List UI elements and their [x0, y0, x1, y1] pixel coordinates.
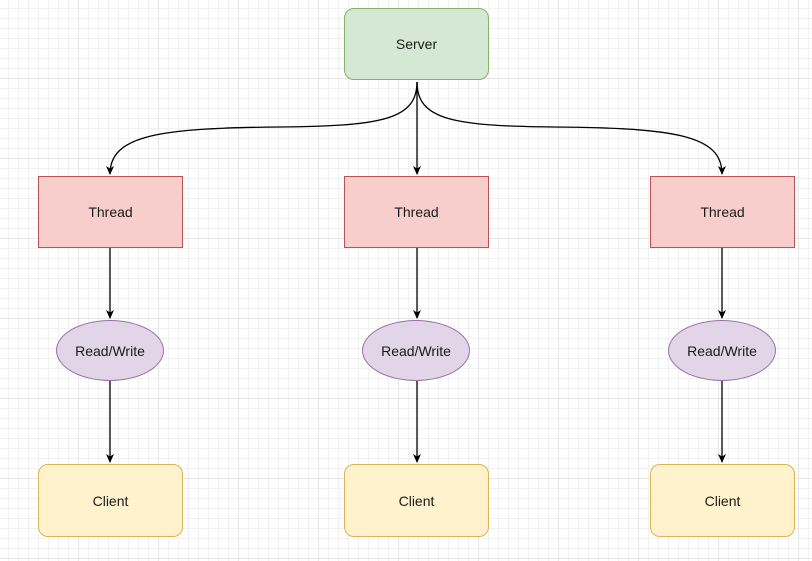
read-write-node-3[interactable]: Read/Write	[668, 320, 776, 381]
edge-server-thread-3	[416, 81, 726, 175]
edge-server-thread-1	[106, 81, 418, 175]
client-label: Client	[704, 492, 741, 509]
read-write-label: Read/Write	[687, 342, 757, 359]
server-node[interactable]: Server	[344, 8, 489, 80]
thread-label: Thread	[700, 204, 745, 220]
thread-node-3[interactable]: Thread	[650, 176, 795, 248]
thread-label: Thread	[394, 204, 439, 220]
thread-node-1[interactable]: Thread	[38, 176, 183, 248]
client-label: Client	[92, 492, 129, 509]
read-write-label: Read/Write	[75, 342, 145, 359]
read-write-node-1[interactable]: Read/Write	[56, 320, 164, 381]
client-label: Client	[398, 492, 435, 509]
read-write-label: Read/Write	[381, 342, 451, 359]
client-node-3[interactable]: Client	[650, 464, 795, 537]
read-write-node-2[interactable]: Read/Write	[362, 320, 470, 381]
thread-label: Thread	[88, 204, 133, 220]
thread-node-2[interactable]: Thread	[344, 176, 489, 248]
client-node-2[interactable]: Client	[344, 464, 489, 537]
client-node-1[interactable]: Client	[38, 464, 183, 537]
server-label: Server	[395, 36, 438, 52]
